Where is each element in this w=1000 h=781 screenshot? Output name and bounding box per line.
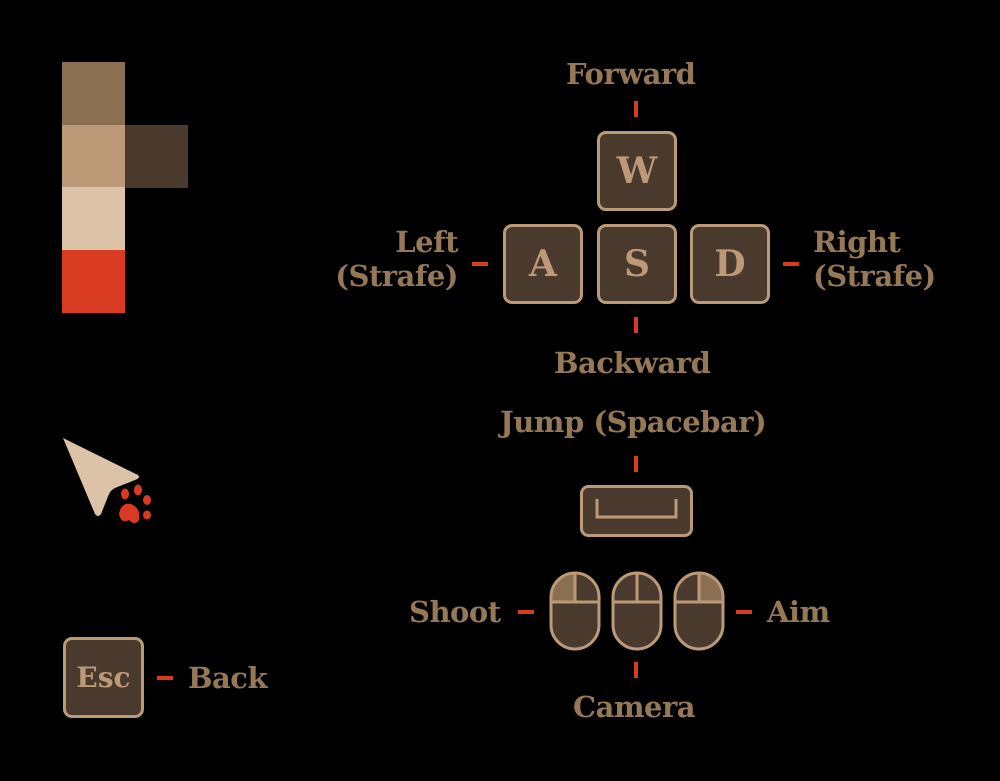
swatch-red (62, 250, 125, 313)
esc-key: Esc (63, 637, 144, 718)
aim-label: Aim (767, 595, 830, 629)
back-label: Back (188, 661, 268, 695)
swatch-beige (62, 187, 125, 250)
mouse-left-click-icon (549, 571, 601, 651)
jump-label: Jump (Spacebar) (500, 405, 767, 439)
right-strafe-label: Right (Strafe) (813, 225, 936, 293)
w-key: W (597, 131, 677, 211)
s-key: S (597, 224, 677, 304)
d-key: D (690, 224, 770, 304)
shoot-label: Shoot (409, 595, 501, 629)
d-key-label: D (714, 243, 746, 285)
pointer-arrow-icon (63, 438, 151, 523)
swatch-tan (62, 125, 125, 188)
a-key-label: A (529, 243, 557, 285)
mouse-middle-icon (611, 571, 663, 651)
camera-label: Camera (573, 690, 696, 724)
paw-icon (119, 484, 151, 523)
left-strafe-label: Left (Strafe) (335, 225, 458, 293)
swatch-brown (62, 62, 125, 125)
forward-label: Forward (566, 57, 696, 91)
backward-label: Backward (554, 346, 711, 380)
esc-key-label: Esc (76, 661, 131, 694)
a-key: A (503, 224, 583, 304)
swatch-dark (125, 125, 188, 188)
w-key-label: W (616, 150, 658, 192)
mouse-icons (549, 571, 725, 651)
s-key-label: S (624, 243, 650, 285)
mouse-right-click-icon (673, 571, 725, 651)
spacebar-icon (580, 485, 693, 537)
